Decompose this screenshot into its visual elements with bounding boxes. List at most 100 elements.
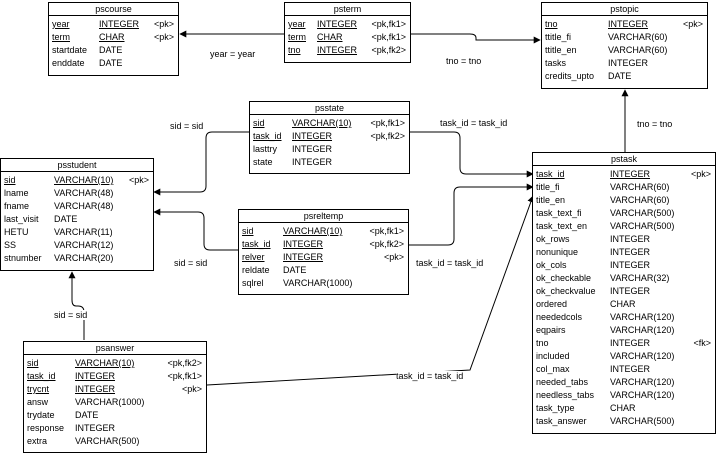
column-name: ok_checkable (536, 273, 592, 283)
column-name: needless_tabs (536, 390, 595, 400)
column-row: HETU VARCHAR(11) (1, 226, 153, 239)
column-key: <pk> (153, 32, 174, 42)
column-type: INTEGER (610, 234, 651, 244)
column-type: VARCHAR(10) (75, 358, 135, 368)
column-name: nonunique (536, 247, 579, 257)
column-type: VARCHAR(60) (608, 32, 668, 42)
column-name: relver (242, 252, 265, 262)
column-row: task_text_fi VARCHAR(500) (533, 207, 715, 220)
column-name: ttitle_en (545, 45, 577, 55)
column-name: tno (288, 45, 301, 55)
column-type: INTEGER (283, 252, 324, 262)
column-name: ok_cols (536, 260, 567, 270)
column-type: VARCHAR(500) (610, 221, 675, 231)
column-key: <pk,fk1> (371, 32, 406, 42)
column-type: DATE (99, 45, 123, 55)
edge-label-psreltemp-pstask: task_id = task_id (416, 258, 484, 268)
column-type: VARCHAR(11) (54, 227, 113, 237)
entity-title: psstudent (1, 159, 153, 172)
edge-psstate-pstask (410, 131, 534, 178)
column-type: INTEGER (99, 19, 140, 29)
column-type: INTEGER (317, 19, 358, 29)
column-type: DATE (75, 410, 99, 420)
column-type: VARCHAR(20) (54, 253, 114, 263)
column-name: task_id (253, 131, 282, 141)
column-name: term (52, 32, 70, 42)
column-type: VARCHAR(10) (292, 118, 352, 128)
column-name: sid (242, 226, 254, 236)
column-name: task_text_fi (536, 208, 582, 218)
column-type: VARCHAR(500) (610, 208, 675, 218)
entity-title: psterm (285, 3, 410, 16)
column-name: enddate (52, 58, 85, 68)
column-type: DATE (283, 265, 307, 275)
column-type: VARCHAR(120) (610, 377, 675, 387)
column-type: VARCHAR(120) (610, 325, 675, 335)
edge-label-psterm-pscourse: year = year (210, 49, 256, 59)
column-name: answ (27, 397, 49, 407)
column-type: VARCHAR(1000) (283, 278, 353, 288)
edge-label-psanswer-psstudent: sid = sid (54, 310, 88, 320)
column-type: VARCHAR(120) (610, 390, 675, 400)
edge-label-psstate-psstudent: sid = sid (170, 121, 204, 131)
column-key: <fk> (693, 338, 711, 348)
column-name: tno (536, 338, 549, 348)
column-name: trycnt (27, 384, 50, 394)
column-type: INTEGER (610, 286, 651, 296)
column-name: ordered (536, 299, 568, 309)
column-type: INTEGER (292, 144, 333, 154)
column-name: task_id (536, 169, 565, 179)
column-name: stnumber (4, 253, 42, 263)
column-type: INTEGER (283, 239, 324, 249)
entity-title: pscourse (49, 3, 178, 16)
column-name: HETU (4, 227, 29, 237)
column-name: sid (4, 175, 16, 185)
column-key: <pk> (383, 252, 404, 262)
column-name: col_max (536, 364, 570, 374)
column-key: <pk,fk1> (370, 118, 405, 128)
edge-psterm-pstopic (411, 33, 541, 44)
column-name: sqlrel (242, 278, 264, 288)
column-key: <pk,fk1> (371, 19, 406, 29)
column-name: extra (27, 436, 48, 446)
column-name: task_answer (536, 416, 587, 426)
entity-title: psanswer (24, 342, 206, 355)
column-type: INTEGER (608, 58, 649, 68)
column-row: stnumber VARCHAR(20) (1, 252, 153, 265)
column-type: INTEGER (610, 364, 651, 374)
